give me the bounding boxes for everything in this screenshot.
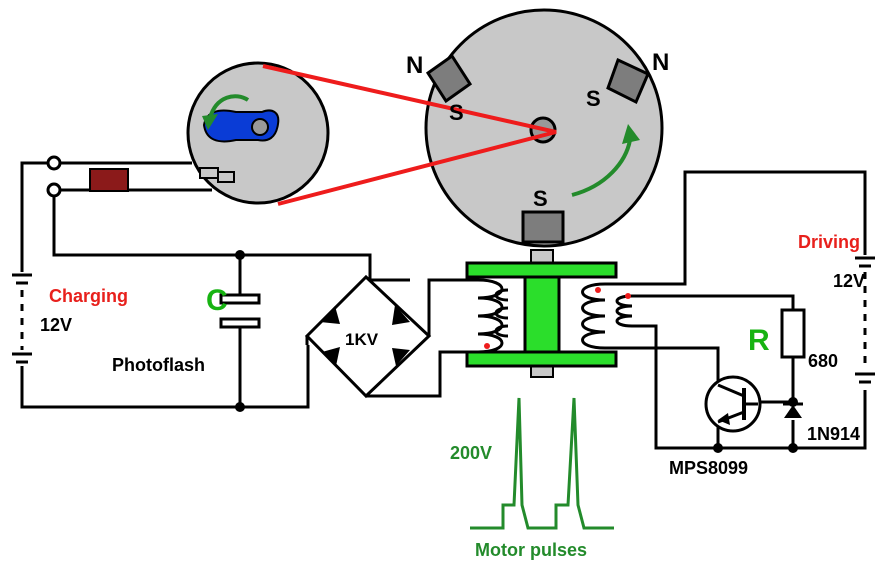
charging-wiring [12, 161, 410, 412]
capacitor-name: Photoflash [112, 355, 205, 375]
pole-n-left: N [406, 52, 423, 79]
cam-rotation-arrow [208, 94, 250, 119]
rotor-rotation-arrow [571, 139, 632, 197]
terminal-bottom [46, 182, 62, 198]
driving-wiring [605, 170, 875, 453]
charging-voltage-label: 12V [40, 315, 72, 335]
cam-wheel [186, 61, 330, 205]
photoflash-capacitor [219, 293, 261, 329]
magnet-top-left [425, 53, 473, 104]
charging-label: Charging [49, 286, 128, 306]
capacitor-letter: C [206, 284, 228, 317]
cam-shaft [251, 118, 269, 136]
diode-1n914 [784, 405, 802, 418]
driving-label: Driving [798, 232, 860, 252]
battery-driving [855, 256, 875, 384]
driving-voltage-label: 12V [833, 271, 865, 291]
transistor-name: MPS8099 [669, 458, 748, 478]
pole-n-right: N [652, 49, 669, 76]
drive-belt [262, 64, 557, 206]
diode-name: 1N914 [807, 424, 860, 444]
magnet-top-right [606, 57, 650, 105]
resistor-680 [780, 308, 806, 359]
pole-s-right: S [586, 86, 601, 111]
pole-s-left: S [449, 100, 464, 125]
bridge-rectifier [304, 274, 478, 399]
pulse-voltage-label: 200V [450, 443, 492, 463]
transistor-mps8099 [704, 375, 762, 433]
resistor-value: 680 [808, 351, 838, 371]
magnet-bottom [521, 210, 565, 244]
battery-charging [12, 273, 32, 364]
terminal-top [46, 155, 62, 171]
pole-s-bottom: S [533, 186, 548, 211]
switch-contact [89, 168, 129, 192]
drive-coil [465, 249, 633, 378]
pulse-caption: Motor pulses [475, 540, 587, 560]
motor-pulse-waveform [470, 397, 614, 530]
bridge-rating-label: 1KV [345, 330, 379, 349]
cam-switch [46, 155, 235, 198]
resistor-letter: R [748, 324, 770, 357]
